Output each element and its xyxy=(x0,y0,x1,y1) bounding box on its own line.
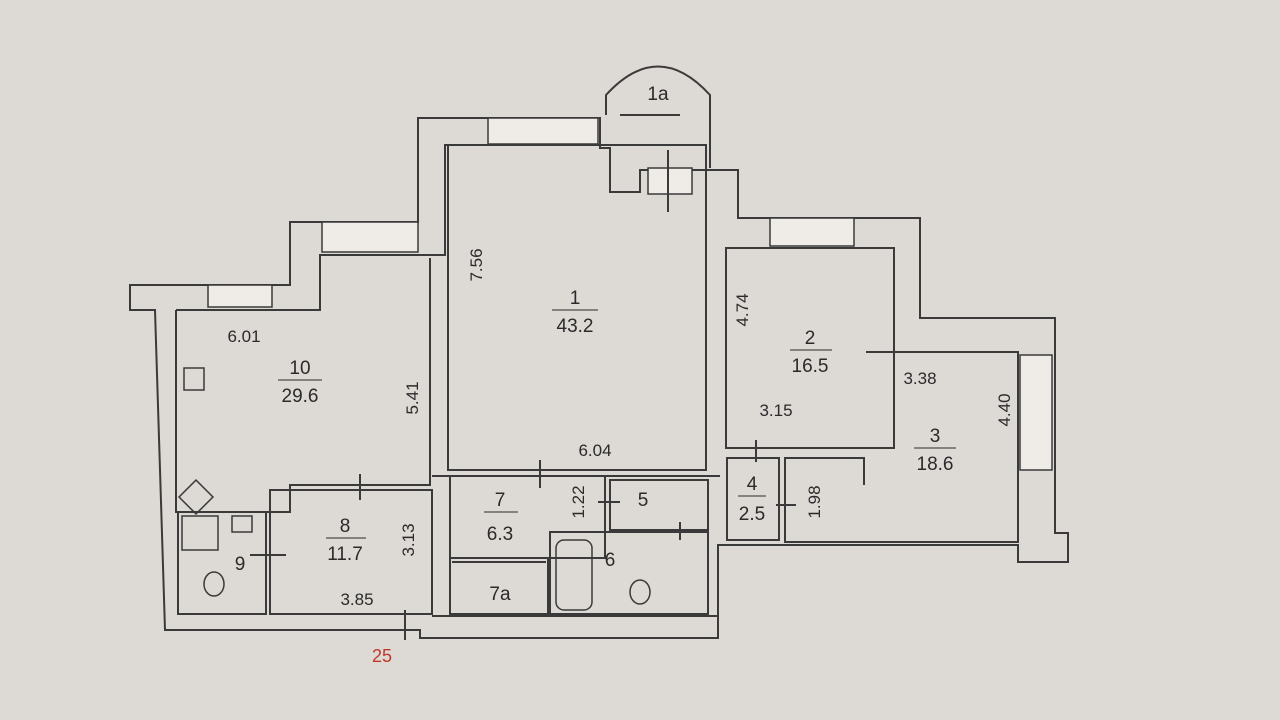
dim-room10-height: 5.41 xyxy=(403,381,422,414)
dim-room8-height: 3.13 xyxy=(399,523,418,556)
window-room10-left xyxy=(207,284,273,308)
dim-room10-width: 6.01 xyxy=(227,327,260,346)
room-2-number: 2 xyxy=(805,328,816,349)
room-1-area: 43.2 xyxy=(557,316,594,337)
toilet-icon xyxy=(203,571,225,597)
dim-room3-width: 3.38 xyxy=(903,369,936,388)
room-8-area: 11.7 xyxy=(327,544,363,565)
window-room10-top xyxy=(321,221,419,253)
dim-room7-height: 1.22 xyxy=(569,485,588,518)
walls xyxy=(129,65,1069,639)
toilet-icon xyxy=(629,579,651,605)
dim-room1-width: 6.04 xyxy=(578,441,611,460)
room-10-area: 29.6 xyxy=(282,386,319,407)
dim-room8-width: 3.85 xyxy=(340,590,373,609)
window-balcony xyxy=(647,167,693,195)
room-9-number: 9 xyxy=(235,554,246,575)
dim-room4-height: 1.98 xyxy=(805,485,824,518)
bathtub-icon xyxy=(555,539,593,611)
room-labels: 1 43.2 2 16.5 3 18.6 4 2.5 5 6 7 6.3 7a … xyxy=(235,84,956,605)
room-3-number: 3 xyxy=(930,426,941,447)
room-7-number: 7 xyxy=(495,490,506,511)
stove-icon xyxy=(177,478,215,516)
room-7-area: 6.3 xyxy=(487,524,513,545)
dim-room2-height: 4.74 xyxy=(733,293,752,326)
window-room1 xyxy=(487,117,599,145)
room-4-number: 4 xyxy=(747,474,758,495)
windows xyxy=(207,117,1053,471)
room-10-number: 10 xyxy=(289,358,310,379)
sink-icon xyxy=(231,515,253,533)
doors xyxy=(250,150,796,640)
window-room3 xyxy=(1019,354,1053,471)
balcony-1a-label: 1a xyxy=(647,84,669,105)
shower-icon xyxy=(181,515,219,551)
room-8-number: 8 xyxy=(340,516,351,537)
room-1-number: 1 xyxy=(570,288,581,309)
radiator-icon xyxy=(183,367,205,391)
marker-number: 25 xyxy=(372,646,392,666)
fixtures xyxy=(177,367,651,611)
room-3-area: 18.6 xyxy=(917,454,954,475)
dim-room2-width: 3.15 xyxy=(759,401,792,420)
room-6-number: 6 xyxy=(605,550,616,571)
dim-room1-height: 7.56 xyxy=(467,248,486,281)
room-4-area: 2.5 xyxy=(739,504,765,525)
window-room2 xyxy=(769,217,855,247)
dimension-labels: 7.56 6.04 4.74 3.15 3.38 4.40 1.98 1.22 … xyxy=(227,248,1014,609)
dim-room3-height: 4.40 xyxy=(995,393,1014,426)
room-5-number: 5 xyxy=(638,490,649,511)
room-7a-number: 7a xyxy=(489,584,511,605)
room-2-area: 16.5 xyxy=(792,356,829,377)
